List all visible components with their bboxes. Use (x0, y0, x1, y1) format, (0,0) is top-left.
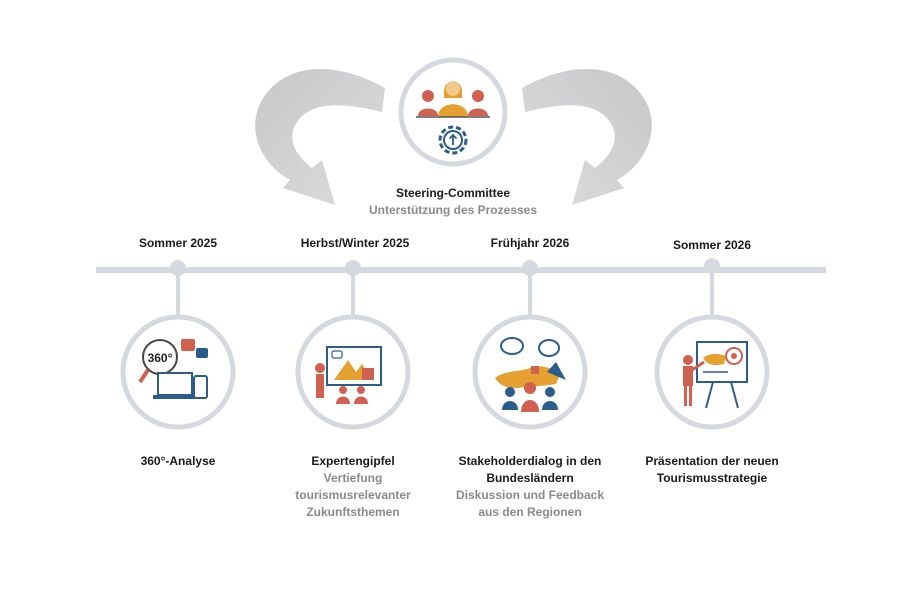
milestone-3-season: Frühjahr 2026 (490, 236, 570, 250)
milestone-3-label: Stakeholderdialog in den Bundesländern D… (440, 453, 620, 521)
milestone-1-season: Sommer 2025 (138, 236, 218, 250)
timeline-node-1 (170, 260, 186, 318)
milestone-4-title-line-1: Präsentation der neuen (645, 454, 779, 468)
timeline-node-3 (522, 260, 538, 318)
milestone-1-label: 360°-Analyse (98, 453, 258, 470)
analysis-icon: 360° (120, 314, 236, 430)
milestone-2-title: Expertengipfel (311, 454, 395, 468)
milestone-2-subtitle-line-3: Zukunftsthemen (306, 505, 400, 519)
committee-title: Steering-Committee (395, 186, 511, 200)
milestone-3-title-line-2: Bundesländern (486, 471, 574, 485)
milestone-1-title: 360°-Analyse (140, 454, 216, 468)
timeline-node-4 (704, 258, 720, 318)
committee-label: Steering-Committee Unterstützung des Pro… (353, 185, 553, 219)
milestone-4-season: Sommer 2026 (672, 238, 752, 252)
milestone-2-subtitle-line-1: Vertiefung (323, 471, 383, 485)
right-curved-arrow (522, 68, 652, 205)
milestone-3-title-line-1: Stakeholderdialog in den (458, 454, 602, 468)
committee-subtitle: Unterstützung des Prozesses (368, 203, 538, 217)
analysis-icon-text: 360° (148, 351, 173, 365)
milestone-3-subtitle-line-2: aus den Regionen (478, 505, 582, 519)
milestone-2-label: Expertengipfel Vertiefung tourismusrelev… (268, 453, 438, 521)
stakeholder-dialog-icon (472, 314, 588, 430)
milestone-4-label: Präsentation der neuen Tourismusstrategi… (622, 453, 802, 487)
milestone-3-subtitle-line-1: Diskussion und Feedback (455, 488, 605, 502)
milestone-2-subtitle-line-2: tourismusrelevanter (295, 488, 411, 502)
committee-icon (398, 57, 508, 167)
timeline-node-2 (345, 260, 361, 318)
milestone-2-season: Herbst/Winter 2025 (300, 236, 410, 250)
milestone-4-title-line-2: Tourismusstrategie (656, 471, 768, 485)
left-curved-arrow (255, 68, 385, 205)
strategy-presentation-icon (654, 314, 770, 430)
expert-summit-icon (295, 314, 411, 430)
